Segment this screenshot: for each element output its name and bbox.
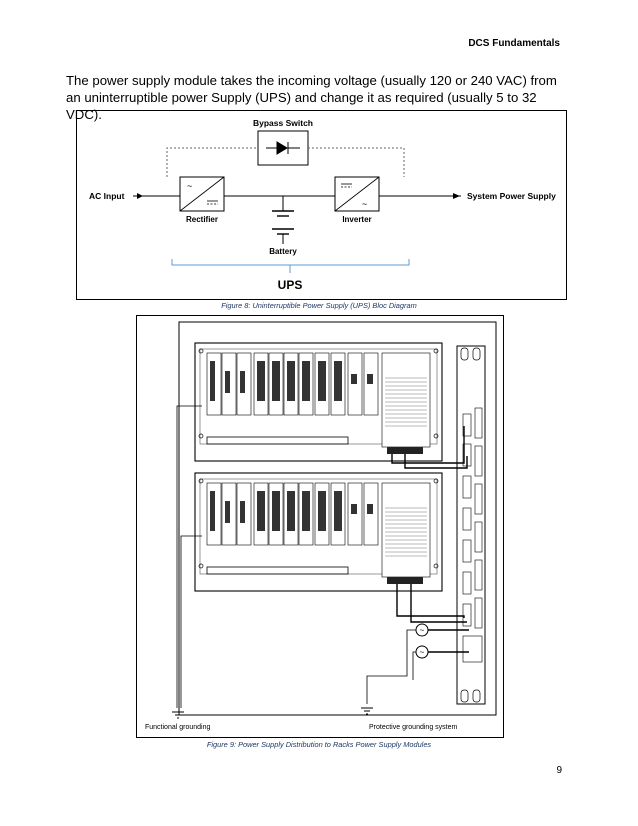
functional-ground-wire xyxy=(176,405,202,708)
rectifier-label: Rectifier xyxy=(186,215,218,224)
inverter-label: Inverter xyxy=(342,215,371,224)
bypass-path xyxy=(166,147,258,177)
inverter-box xyxy=(334,176,380,212)
svg-text:~: ~ xyxy=(187,181,192,191)
figure-8-caption: Figure 8: Uninterruptible Power Supply (… xyxy=(221,301,417,310)
svg-text:~: ~ xyxy=(420,648,425,657)
lower-rack xyxy=(194,472,443,592)
ups-block-diagram: Bypass Switch AC Input ~ Rectifier xyxy=(76,110,567,300)
page-number: 9 xyxy=(556,765,562,776)
battery-label: Battery xyxy=(269,247,297,256)
ups-label: UPS xyxy=(278,278,303,292)
terminal-rail xyxy=(456,345,486,705)
battery-icon xyxy=(272,210,294,235)
bypass-path-return xyxy=(308,147,405,177)
diode-icon xyxy=(266,141,300,155)
protective-grounding-label: Protective grounding system xyxy=(369,724,457,731)
ac-source-icon: ~ ~ xyxy=(366,623,429,704)
cabinet-panel xyxy=(178,321,497,716)
ac-input-label: AC Input xyxy=(89,191,125,201)
system-power-supply-label: System Power Supply xyxy=(467,191,556,201)
running-header: DCS Fundamentals xyxy=(468,38,560,49)
ups-bracket xyxy=(171,259,410,266)
rectifier-box xyxy=(179,176,225,212)
ground-icon xyxy=(172,711,184,719)
upper-rack xyxy=(194,342,443,462)
svg-text:~: ~ xyxy=(420,626,425,635)
functional-grounding-label: Functional grounding xyxy=(145,724,210,731)
intro-paragraph: The power supply module takes the incomi… xyxy=(66,73,557,122)
bypass-switch-label: Bypass Switch xyxy=(253,118,313,128)
protective-ground-icon xyxy=(361,707,373,715)
figure-9-caption: Figure 9: Power Supply Distribution to R… xyxy=(206,740,432,749)
power-wiring xyxy=(391,426,469,653)
svg-text:~: ~ xyxy=(362,199,367,209)
rack-power-diagram: ~ ~ Functional grounding Protective grou… xyxy=(136,315,504,738)
